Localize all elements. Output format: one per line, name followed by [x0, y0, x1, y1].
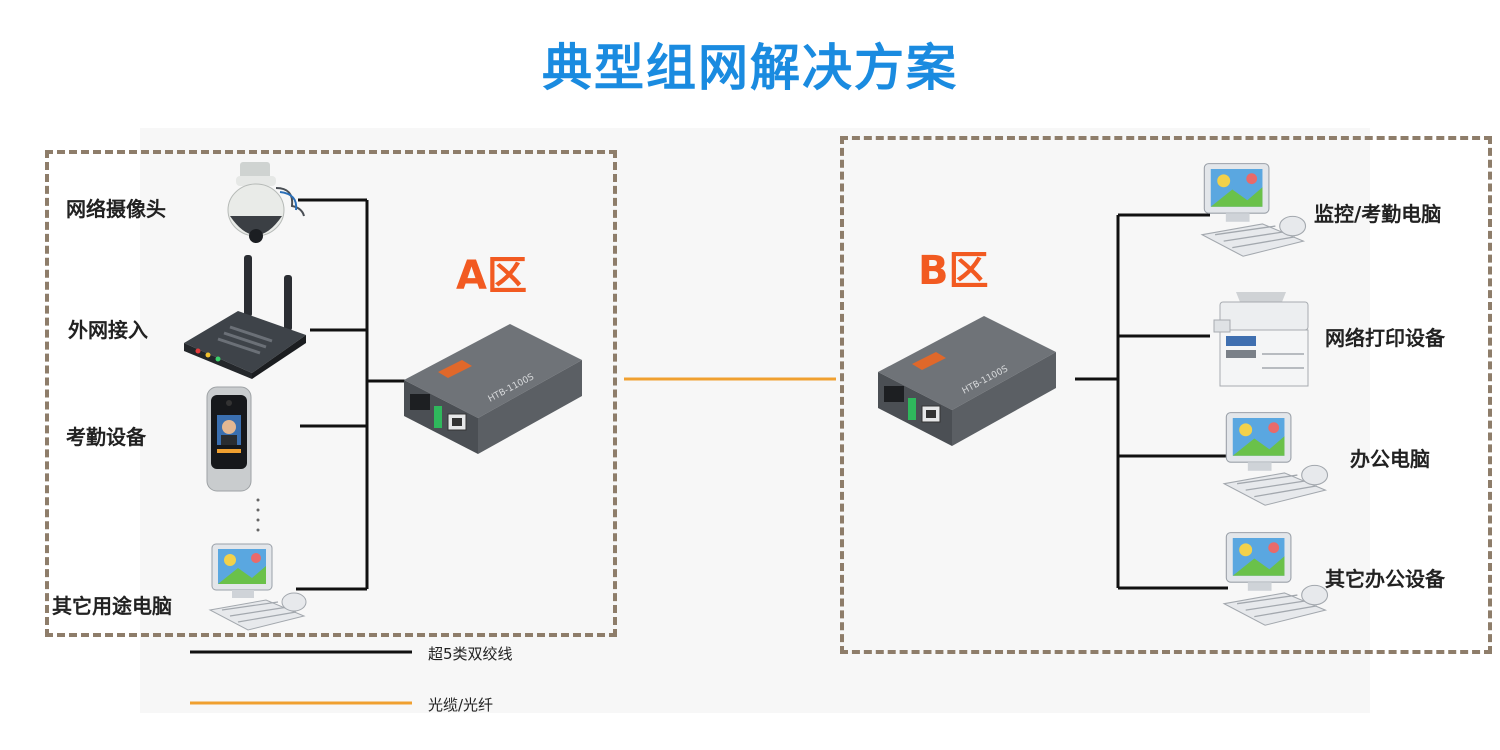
desktop-computer-icon: [1222, 532, 1329, 626]
attendance-terminal-icon: [206, 386, 252, 492]
device-label-network-printer: 网络打印设备: [1325, 326, 1445, 350]
zone-a-label: A区: [456, 253, 527, 299]
zone-a-cabling: [296, 198, 405, 591]
legend-fiber-label: 光缆/光纤: [428, 696, 494, 714]
page-title: 典型组网解决方案: [542, 39, 958, 97]
legend-cable-label: 超5类双绞线: [428, 645, 513, 663]
desktop-computer-icon: [1222, 412, 1329, 506]
desktop-computer-icon: [1200, 163, 1307, 257]
device-label-internet-access: 外网接入: [68, 318, 148, 342]
ptz-camera-icon: [227, 162, 305, 243]
zone-b-boundary: [840, 136, 1492, 654]
device-label-monitor-computer: 监控/考勤电脑: [1314, 202, 1442, 226]
wifi-router-icon: [184, 255, 306, 379]
background-panel: [140, 128, 1370, 713]
zone-b-cabling: [1075, 213, 1228, 590]
zone-a-boundary: [45, 150, 617, 637]
media-converter-icon: HTB-1100S: [404, 324, 582, 454]
printer-icon: [1213, 292, 1309, 387]
desktop-computer-icon: [208, 543, 307, 631]
zone-b-label: B区: [918, 248, 989, 294]
device-label-network-camera: 网络摄像头: [66, 197, 166, 221]
device-label-attendance-device: 考勤设备: [66, 425, 146, 449]
device-label-other-computer: 其它用途电脑: [52, 594, 172, 618]
device-label-office-computer: 办公电脑: [1350, 447, 1430, 471]
device-label-other-office-device: 其它办公设备: [1325, 567, 1445, 591]
more-devices-dots: [256, 498, 260, 532]
media-converter-icon: HTB-1100S: [878, 316, 1056, 446]
